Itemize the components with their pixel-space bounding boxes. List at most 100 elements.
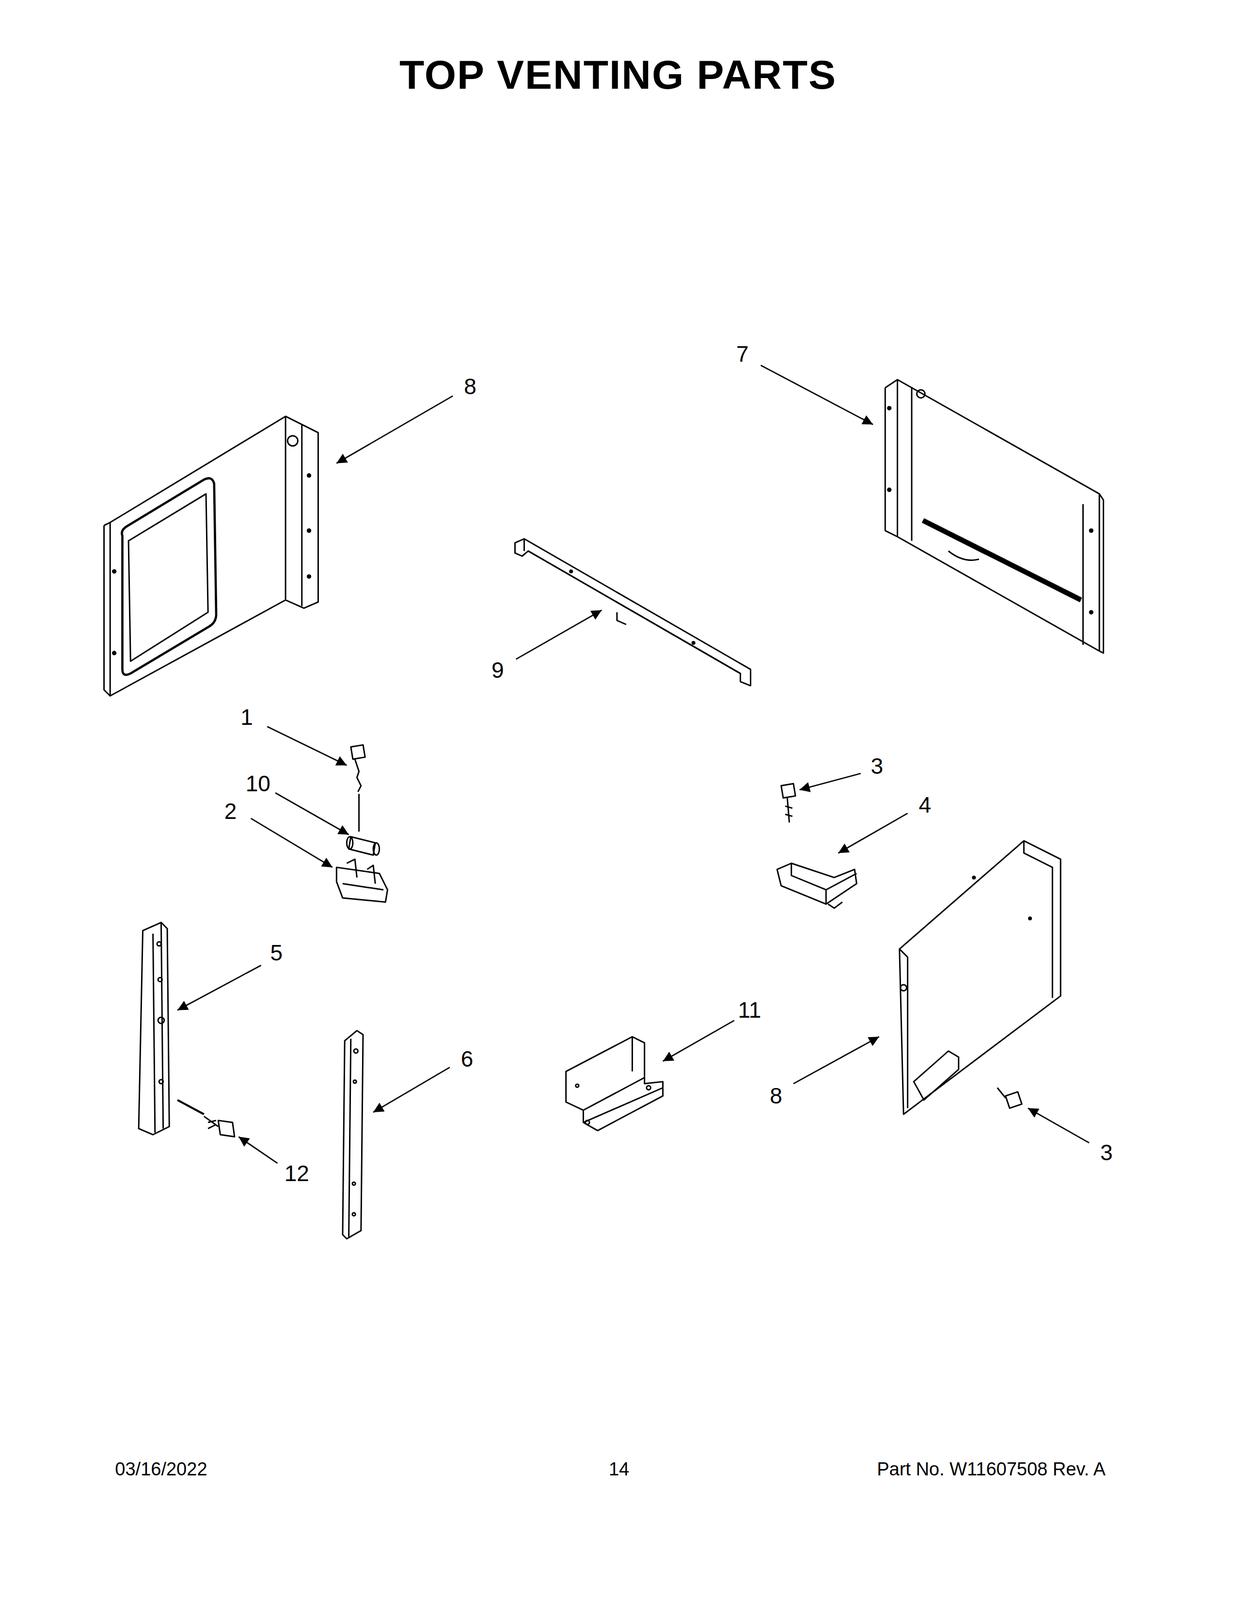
side-panel: [307, 474, 311, 477]
callout-number: 8: [769, 1084, 783, 1107]
side-panel: [287, 435, 298, 446]
side-panel: [900, 984, 907, 991]
rear-panel: [1099, 493, 1104, 653]
rear-panel: [922, 520, 1081, 600]
callout-number: 1: [240, 705, 254, 729]
screw: [1005, 1091, 1023, 1109]
rear-panel: [948, 550, 980, 560]
side-panel: [913, 1050, 959, 1100]
rear-panel: [910, 387, 913, 541]
screw: [781, 783, 796, 823]
leader-lines: [373, 1066, 450, 1112]
leader-lines: [251, 818, 333, 868]
side-rail: [138, 922, 170, 1135]
side-rail: [353, 1079, 357, 1083]
vent-bar: [523, 538, 741, 674]
vent-bar: [515, 538, 751, 686]
leader-lines: [336, 396, 453, 464]
control-box: [776, 862, 857, 904]
screw: [218, 1120, 235, 1137]
callout-number: 5: [269, 941, 283, 964]
leader-lines: [760, 364, 873, 425]
side-rail: [157, 941, 161, 946]
side-panel: [899, 840, 1061, 1114]
side-rail: [342, 1030, 364, 1239]
mounting-bracket: [583, 1036, 663, 1123]
leader-lines: [663, 1020, 735, 1062]
side-panel: [121, 477, 217, 675]
side-rail: [352, 1181, 356, 1185]
side-panel: [112, 569, 116, 573]
mounting-bracket: [585, 1120, 590, 1125]
side-panel: [307, 528, 311, 532]
side-panel: [972, 875, 976, 879]
leader-lines: [177, 364, 1090, 1163]
screw: [358, 793, 360, 832]
fuse-holder: [342, 883, 384, 890]
side-panel: [104, 522, 111, 697]
leader-lines: [793, 1036, 880, 1084]
vent-bar: [570, 570, 573, 573]
rear-panel: [887, 406, 891, 410]
footer-date: 03/16/2022: [114, 1459, 207, 1478]
callout-number: 7: [736, 342, 749, 365]
screw: [785, 797, 793, 823]
control-box: [776, 862, 857, 908]
rear-panel: [1082, 504, 1084, 645]
leader-lines: [838, 812, 908, 853]
vent-bar: [692, 641, 695, 644]
rear-panel: [885, 379, 1104, 653]
screw: [204, 1115, 219, 1128]
screw: [997, 1087, 1006, 1098]
rear-panel: [887, 488, 891, 492]
mounting-bracket: [566, 1036, 664, 1131]
side-panel: [1028, 917, 1031, 920]
side-panel: [104, 416, 319, 697]
side-panel: [128, 493, 208, 662]
side-rail: [352, 1212, 356, 1216]
screw: [350, 744, 365, 759]
side-rail: [158, 977, 162, 982]
rear-panel: [897, 379, 1100, 651]
side-panel: [899, 948, 908, 1108]
side-panel: [307, 574, 311, 578]
leader-lines: [275, 792, 349, 835]
illustration: [104, 379, 1104, 1239]
leader-lines: [799, 773, 861, 790]
side-panel: [899, 840, 1061, 1114]
rear-panel: [916, 389, 925, 398]
rear-panel: [885, 379, 898, 537]
title: TOP VENTING PARTS: [399, 54, 837, 96]
side-rail: [158, 1079, 163, 1084]
callout-number: 9: [491, 658, 505, 682]
fuse-holder: [336, 867, 388, 903]
control-box: [827, 901, 842, 908]
side-panel: [112, 651, 116, 655]
callout-number: 3: [871, 754, 884, 777]
vent-bar: [515, 538, 751, 686]
screw: [997, 1087, 1022, 1108]
screw: [204, 1115, 235, 1137]
leader-lines: [238, 1136, 278, 1164]
mounting-bracket: [566, 1036, 664, 1131]
screw: [781, 783, 796, 798]
page-number: 14: [608, 1459, 630, 1478]
side-rail: [153, 922, 164, 1133]
vent-bar: [617, 612, 627, 625]
side-rail: [138, 922, 205, 1135]
callout-number: 12: [284, 1161, 310, 1185]
callout-number: 8: [463, 375, 477, 398]
fuse-holder: [346, 858, 376, 884]
fuse: [373, 842, 380, 855]
callout-number: 2: [224, 799, 238, 823]
callout-number: 3: [1100, 1140, 1113, 1164]
side-rail: [158, 1016, 165, 1024]
callout-number: 11: [738, 998, 762, 1021]
rear-panel: [1089, 528, 1093, 532]
side-panel: [110, 416, 286, 697]
fuse-holder: [336, 858, 388, 902]
side-rail: [177, 1099, 205, 1114]
